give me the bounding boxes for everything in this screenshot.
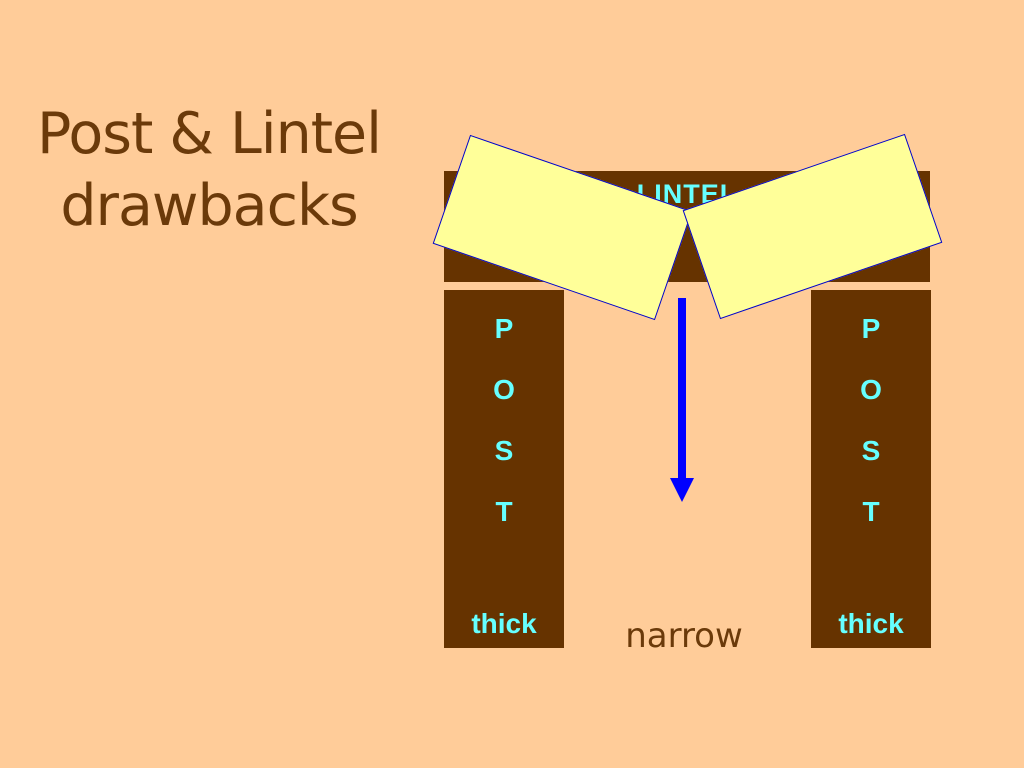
right-post: P O S T thick [811, 290, 931, 648]
slide-title-line-2: drawbacks [60, 173, 358, 239]
left-post-letter: O [493, 374, 515, 405]
right-post-letter: T [862, 496, 880, 527]
left-post-letter: S [494, 435, 514, 466]
load-arrow-head [670, 478, 694, 502]
right-post-letters: P O S T [811, 298, 931, 542]
left-post-letter: P [494, 313, 514, 344]
left-post-letter: T [495, 496, 513, 527]
left-post-thickness-label: thick [471, 608, 537, 639]
gap-width-label: narrow [625, 616, 743, 656]
right-post-letter: P [861, 313, 881, 344]
right-post-thickness-label: thick [838, 608, 904, 639]
right-post-letter: S [861, 435, 881, 466]
left-post-letters: P O S T [444, 298, 564, 542]
slide-title-line-1: Post & Lintel [37, 101, 382, 167]
right-post-letter: O [860, 374, 882, 405]
slide-title: Post & Lintel drawbacks [0, 98, 418, 242]
left-post: P O S T thick [444, 290, 564, 648]
